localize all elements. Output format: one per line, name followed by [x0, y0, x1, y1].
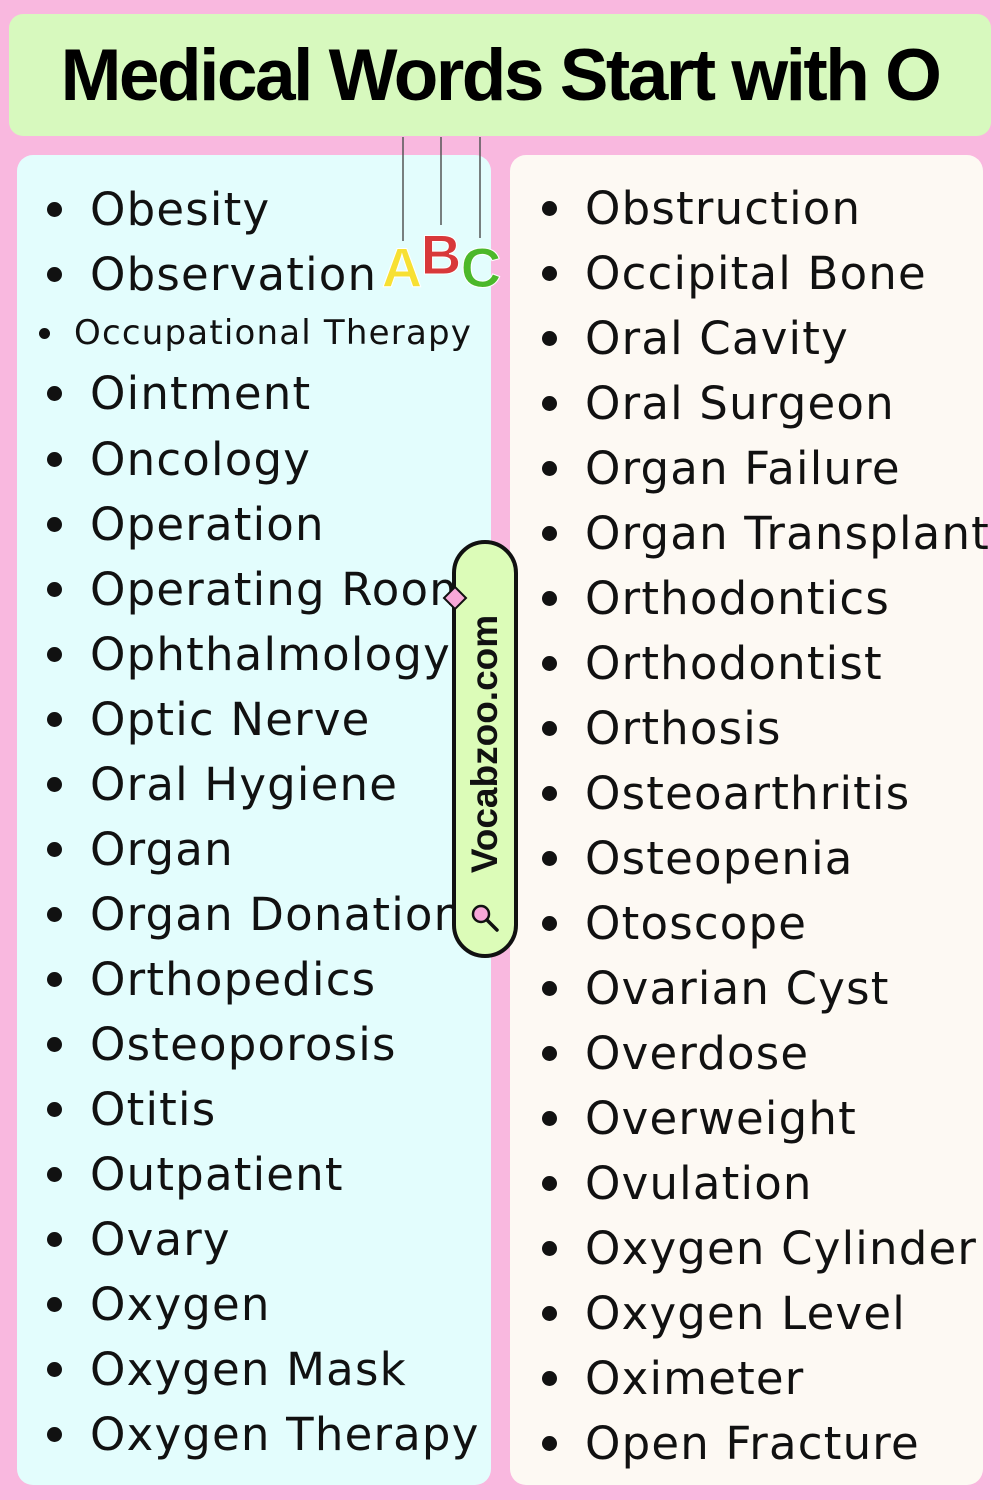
list-item: Orthodontist: [542, 641, 883, 686]
bullet-icon: [47, 386, 62, 401]
list-item: Obstruction: [542, 186, 861, 231]
list-item: Orthosis: [542, 706, 782, 751]
title-banner: Medical Words Start with O: [9, 14, 991, 136]
list-item: Oxygen Mask: [47, 1347, 407, 1392]
search-icon: [471, 904, 499, 932]
list-item: Oral Cavity: [542, 316, 849, 361]
bullet-icon: [39, 327, 50, 339]
list-item: Oral Hygiene: [47, 762, 398, 807]
bullet-icon: [47, 907, 62, 922]
bullet-icon: [542, 331, 557, 346]
bullet-icon: [47, 1037, 62, 1052]
list-item: Oral Surgeon: [542, 381, 895, 426]
bullet-icon: [47, 517, 62, 532]
bullet-icon: [542, 786, 557, 801]
bullet-icon: [47, 202, 62, 217]
list-item: Orthopedics: [47, 957, 376, 1002]
bullet-icon: [47, 712, 62, 727]
left-word-panel: Obesity Observation Occupational Therapy…: [17, 155, 491, 1485]
bullet-icon: [542, 266, 557, 281]
list-item: Orthodontics: [542, 576, 890, 621]
list-item: Operation: [47, 502, 325, 547]
bullet-icon: [47, 1167, 62, 1182]
list-item: Operating Room: [47, 567, 474, 612]
letter-c: C: [461, 236, 501, 297]
bullet-icon: [47, 1362, 62, 1377]
bullet-icon: [47, 1232, 62, 1247]
page-title: Medical Words Start with O: [60, 34, 942, 116]
bullet-icon: [542, 591, 557, 606]
list-item: Oxygen: [47, 1282, 271, 1327]
bullet-icon: [542, 656, 557, 671]
list-item: Obesity: [47, 187, 270, 232]
bullet-icon: [47, 452, 62, 467]
list-item: Overdose: [542, 1031, 809, 1076]
list-item: Organ Donation: [47, 892, 463, 937]
hanging-abc-decoration: A B C: [381, 137, 502, 297]
bullet-icon: [542, 1371, 557, 1386]
list-item: Organ Failure: [542, 446, 901, 491]
list-item: Osteoporosis: [47, 1022, 397, 1067]
list-item: Osteoarthritis: [542, 771, 910, 816]
sparkle-diamond-icon: [442, 585, 468, 611]
bullet-icon: [542, 916, 557, 931]
bullet-icon: [47, 842, 62, 857]
bullet-icon: [542, 1241, 557, 1256]
list-item: Organ Transplant: [542, 511, 990, 556]
list-item: Oncology: [47, 437, 311, 482]
letter-b: B: [421, 223, 461, 286]
list-item: Organ: [47, 827, 234, 872]
list-item: Oxygen Cylinder: [542, 1226, 977, 1271]
list-item: Optic Nerve: [47, 697, 371, 742]
bullet-icon: [542, 1176, 557, 1191]
list-item: Ovarian Cyst: [542, 966, 890, 1011]
list-item: Otitis: [47, 1087, 216, 1132]
bullet-icon: [542, 461, 557, 476]
bullet-icon: [47, 267, 62, 282]
bullet-icon: [542, 1436, 557, 1451]
right-word-panel: Obstruction Occipital Bone Oral Cavity O…: [510, 155, 989, 1485]
list-item: Ovulation: [542, 1161, 813, 1206]
list-item: Otoscope: [542, 901, 807, 946]
bullet-icon: [542, 396, 557, 411]
bullet-icon: [47, 1102, 62, 1117]
list-item: Ointment: [47, 371, 311, 416]
list-item: Occupational Therapy: [39, 316, 472, 350]
list-item: Occipital Bone: [542, 251, 927, 296]
bullet-icon: [47, 647, 62, 662]
bullet-icon: [542, 981, 557, 996]
watermark-tag: Vocabzoo.com: [452, 540, 518, 958]
list-item: Open Fracture: [542, 1421, 920, 1466]
list-item: Oxygen Therapy: [47, 1412, 480, 1457]
list-item: Ophthalmology: [47, 632, 451, 677]
letter-a: A: [382, 236, 422, 297]
bullet-icon: [542, 201, 557, 216]
bullet-icon: [542, 851, 557, 866]
bullet-icon: [542, 526, 557, 541]
bullet-icon: [47, 972, 62, 987]
bullet-icon: [47, 582, 62, 597]
list-item: Osteopenia: [542, 836, 854, 881]
list-item: Outpatient: [47, 1152, 344, 1197]
bullet-icon: [47, 1297, 62, 1312]
list-item: Oxygen Level: [542, 1291, 906, 1336]
list-item: Oximeter: [542, 1356, 805, 1401]
bullet-icon: [542, 1111, 557, 1126]
list-item: Observation: [47, 252, 377, 297]
bullet-icon: [47, 1427, 62, 1442]
list-item: Ovary: [47, 1217, 231, 1262]
watermark-text: Vocabzoo.com: [464, 614, 505, 874]
list-item: Overweight: [542, 1096, 857, 1141]
bullet-icon: [542, 1046, 557, 1061]
bullet-icon: [542, 1306, 557, 1321]
bullet-icon: [542, 721, 557, 736]
bullet-icon: [47, 777, 62, 792]
